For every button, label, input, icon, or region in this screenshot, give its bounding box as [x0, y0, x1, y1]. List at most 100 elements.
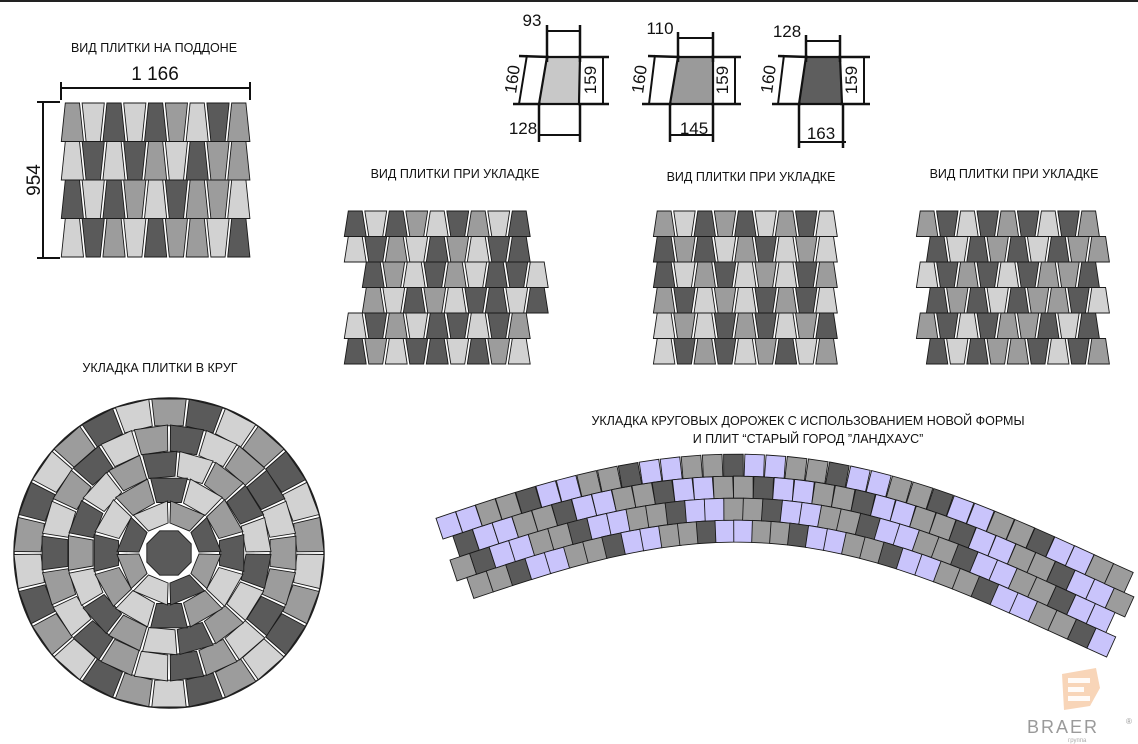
paving-tile — [815, 261, 838, 288]
paving-tile — [673, 338, 696, 365]
tile-light-body — [537, 55, 582, 106]
paving-tile — [443, 287, 467, 314]
paving-tile — [966, 287, 989, 314]
paving-tile — [1037, 312, 1060, 339]
paving-tile — [150, 477, 188, 503]
paving-tile — [673, 210, 696, 237]
paving-tile — [1087, 236, 1110, 263]
paving-tile — [68, 535, 94, 571]
paving-tile — [185, 102, 209, 142]
paving-tile — [936, 261, 959, 288]
paving-tile — [845, 465, 871, 493]
laying-view-caption-1: ВИД ПЛИТКИ ПРИ УКЛАДКЕ — [371, 167, 540, 181]
paving-tile — [405, 236, 429, 263]
paving-tile — [815, 338, 838, 365]
paving-tile — [1057, 312, 1080, 339]
paving-tile — [507, 210, 531, 237]
paving-tile — [41, 500, 77, 538]
paving-tile — [361, 287, 385, 314]
paving-tile — [13, 553, 45, 590]
paving-tile — [733, 519, 754, 543]
brand-name: BRAER — [1027, 717, 1099, 737]
paving-tile — [226, 581, 265, 622]
paving-tile — [507, 312, 531, 339]
paving-tile — [713, 312, 737, 339]
paving-tile — [81, 141, 105, 181]
paving-tile — [936, 210, 959, 237]
path-laying-caption-line2: И ПЛИТ “СТАРЫЙ ГОРОД ”ЛАНДХАУС” — [693, 431, 924, 446]
paving-tile — [596, 465, 623, 493]
paving-tile — [364, 338, 388, 365]
paving-tile — [701, 453, 724, 478]
paving-tile — [384, 338, 408, 365]
paving-tile — [1047, 338, 1070, 365]
paving-tile — [925, 236, 949, 263]
paving-tile — [1077, 312, 1100, 339]
pallet-height-label: 954 — [24, 164, 45, 196]
paving-tile — [774, 236, 798, 263]
paving-tile — [190, 553, 222, 590]
paving-tile — [966, 236, 989, 263]
paving-tile — [638, 458, 663, 485]
tile-light-left-label: 160 — [501, 64, 524, 95]
paving-tile — [1016, 210, 1040, 237]
paving-tile — [825, 461, 850, 488]
paving-tile — [1067, 236, 1090, 263]
paving-tile — [652, 287, 676, 314]
paving-tile — [141, 450, 178, 480]
paving-tile — [996, 312, 1020, 339]
paving-tile — [772, 477, 795, 502]
paving-tile — [384, 210, 408, 237]
tile-dark-left-tick — [777, 54, 809, 59]
paving-tile — [986, 287, 1009, 314]
paving-tile — [794, 236, 818, 263]
paving-tile — [946, 236, 969, 263]
paving-tile — [713, 236, 737, 263]
paving-tile — [402, 261, 426, 288]
paving-tile — [752, 475, 774, 500]
paving-tile — [1077, 261, 1100, 288]
paving-tile — [446, 312, 470, 339]
paving-tile — [695, 520, 718, 545]
paving-tile — [226, 484, 265, 525]
paving-tile — [185, 179, 209, 219]
paving-tile — [425, 210, 449, 237]
paving-tile — [343, 236, 367, 263]
path-laying-caption-line1: УКЛАДКА КРУГОВЫХ ДОРОЖЕК С ИСПОЛЬЗОВАНИЕ… — [591, 413, 1024, 428]
paving-tile — [525, 261, 549, 288]
paving-tile — [364, 312, 388, 339]
paving-tile — [996, 261, 1020, 288]
paving-tile — [382, 261, 406, 288]
paving-tile — [466, 338, 490, 365]
paving-tile — [754, 261, 777, 288]
paving-tile — [1047, 236, 1070, 263]
tile-dark-top-label: 128 — [773, 22, 801, 41]
paving-tile — [774, 312, 798, 339]
tile-medium-right-label: 159 — [713, 66, 732, 94]
paving-tile — [794, 338, 818, 365]
paving-tile — [402, 287, 426, 314]
paving-tile — [754, 338, 777, 365]
paving-tile — [114, 589, 156, 628]
paving-tile — [81, 218, 105, 258]
paving-tile — [164, 179, 188, 219]
brand-subtitle: группа — [1068, 738, 1087, 744]
paving-tile — [132, 574, 169, 606]
paving-tile — [976, 261, 999, 288]
laying-pattern-2 — [652, 210, 838, 365]
paving-tile — [1077, 210, 1100, 237]
paving-tile — [487, 312, 511, 339]
tile-light-top-label: 93 — [523, 11, 542, 30]
paving-tile — [102, 179, 126, 219]
tile-dark-body — [797, 55, 844, 106]
paving-tile — [123, 141, 147, 181]
paving-tile — [986, 236, 1009, 263]
paving-tile — [815, 287, 838, 314]
paving-tile — [169, 650, 205, 682]
paving-tile — [946, 338, 969, 365]
paving-tile — [734, 287, 757, 314]
paving-tile — [144, 218, 168, 258]
paving-tile — [1057, 261, 1080, 288]
paving-tile — [123, 102, 147, 142]
paving-tile — [652, 338, 676, 365]
